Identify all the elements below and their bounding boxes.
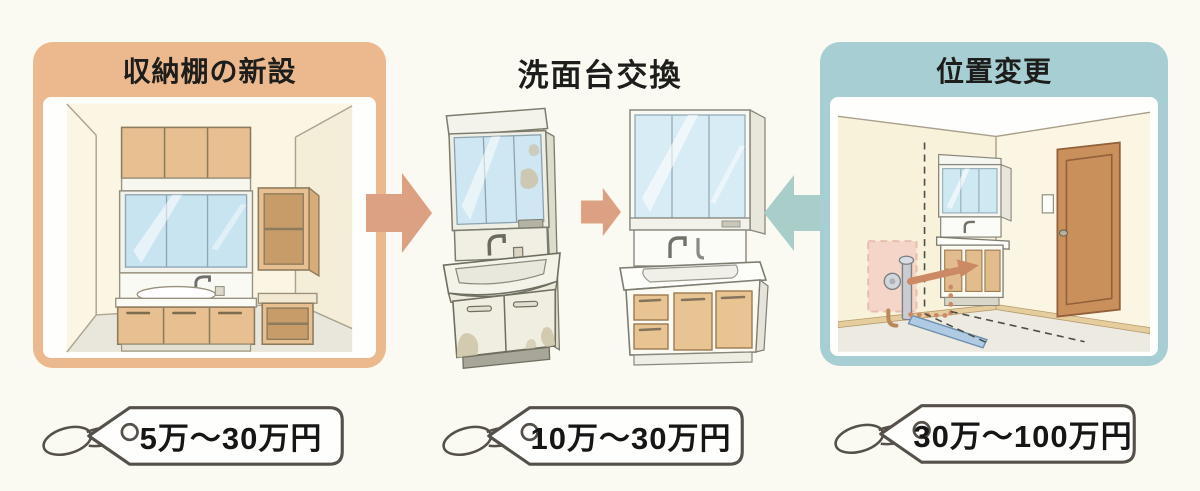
arrow-left-icon xyxy=(764,175,822,251)
price-text: 5万〜30万円 xyxy=(139,420,323,456)
floor-guide-lines xyxy=(924,310,1085,344)
light-switch xyxy=(1041,193,1054,214)
upper-cabinet xyxy=(120,126,252,179)
arrow-right-icon xyxy=(366,173,432,253)
price-text: 10万〜30万円 xyxy=(530,420,732,456)
price-tag-icon xyxy=(42,406,344,466)
panel-storage-title: 収納棚の新設 xyxy=(122,55,297,87)
arrow-right-icon xyxy=(581,187,621,237)
panel-relocation-body xyxy=(830,97,1158,356)
price-tag-icon xyxy=(834,404,1136,464)
side-wall-shelf xyxy=(257,186,320,277)
center-title-replace: 洗面台交換 xyxy=(517,58,683,93)
storage-room-illustration xyxy=(66,102,353,353)
mirror-cabinet xyxy=(118,189,254,274)
price-tag-icon xyxy=(442,406,744,466)
door xyxy=(1056,140,1121,318)
relocated-vanity xyxy=(935,153,1012,306)
panel-storage-shelves: 収納棚の新設 xyxy=(33,42,386,368)
price-tag-storage: 5万〜30万円 xyxy=(40,396,352,472)
new-vanity-doors xyxy=(633,290,753,351)
panel-relocation-title: 位置変更 xyxy=(935,55,1052,87)
price-tag-relocate: 30万〜100万円 xyxy=(832,394,1144,470)
panel-storage-body xyxy=(43,97,376,358)
side-counter-shelf xyxy=(257,292,318,345)
price-tag-replace: 10万〜30万円 xyxy=(440,396,752,472)
relocation-room-illustration xyxy=(838,111,1150,352)
new-vanity-illustration xyxy=(619,108,769,366)
price-text: 30万〜100万円 xyxy=(913,418,1133,454)
panel-relocation: 位置変更 xyxy=(820,42,1168,366)
old-vanity-illustration xyxy=(442,107,561,370)
